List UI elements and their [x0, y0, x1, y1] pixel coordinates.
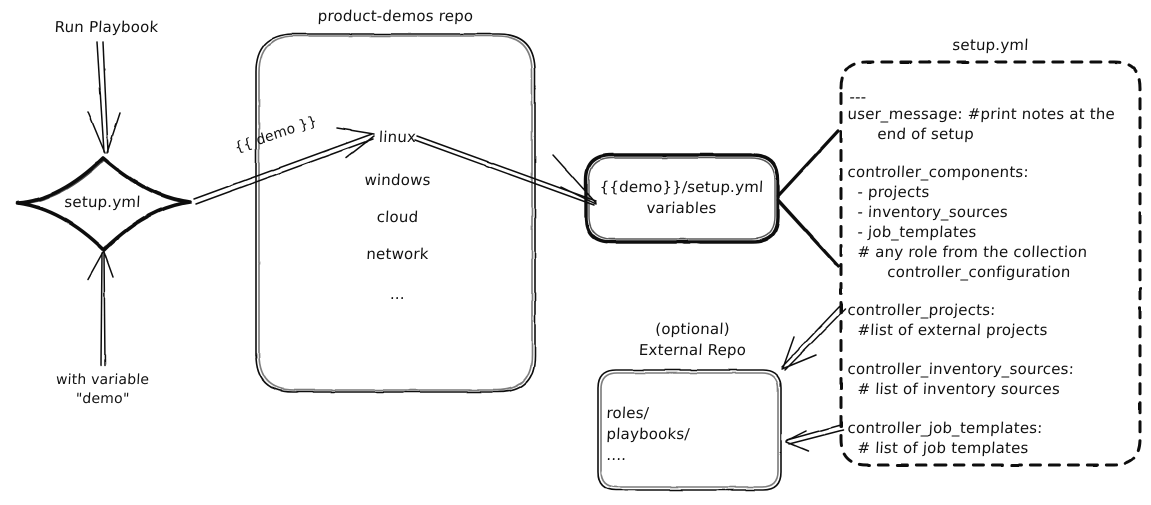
external-repo-item-roles: roles/: [606, 404, 650, 422]
repo-item-ellipsis: ...: [389, 285, 406, 303]
repo-box-shape: [255, 33, 536, 393]
setup-yml-line-15: # list of inventory sources: [847, 380, 1061, 398]
run-playbook-label: Run Playbook: [54, 18, 159, 36]
arrow-linux-to-vars: [414, 135, 597, 206]
setup-yml-line-7: - job_templates: [847, 223, 978, 241]
arrow-run-playbook: [87, 41, 121, 154]
entry-diamond-shape: [16, 156, 192, 252]
vars-box-line2: variables: [645, 199, 718, 217]
setup-yml-line-8: # any role from the collection: [847, 243, 1088, 261]
setup-yml-line-4: controller_components:: [847, 163, 1030, 181]
entry-diamond-label: setup.yml: [63, 193, 142, 211]
external-repo-item-ellipsis: ....: [606, 446, 627, 464]
repo-item-windows: windows: [363, 171, 432, 189]
connector-setupfile-to-vars: [776, 129, 840, 268]
repo-item-cloud: cloud: [376, 208, 419, 226]
setup-yml-line-1: user_message: #print notes at the: [847, 105, 1116, 123]
external-repo-item-playbooks: playbooks/: [606, 425, 691, 443]
arrow-with-variable: [87, 251, 114, 366]
vars-box-shape: [584, 153, 780, 244]
setup-yml-file-caption: setup.yml: [951, 36, 1030, 54]
setup-yml-line-9: controller_configuration: [847, 263, 1072, 281]
with-variable-label-line1: with variable: [55, 372, 150, 388]
arrow-setup-to-linux: [193, 127, 375, 205]
external-repo-caption-line1: (optional): [654, 320, 731, 338]
setup-yml-line-12: #list of external projects: [847, 321, 1049, 339]
setup-yml-line-18: # list of job templates: [847, 439, 1030, 457]
setup-yml-line-2: end of setup: [847, 125, 975, 143]
setup-yml-line-6: - inventory_sources: [847, 203, 1009, 221]
external-repo-caption-line2: External Repo: [638, 341, 747, 359]
repo-item-linux: linux: [378, 128, 417, 146]
arrow-projects-to-external-repo: [781, 304, 846, 371]
repo-box-caption: product-demos repo: [317, 7, 474, 25]
setup-yml-line-14: controller_inventory_sources:: [847, 360, 1075, 378]
external-repo-box-shape: [597, 369, 782, 491]
setup-yml-line-17: controller_job_templates:: [847, 419, 1044, 437]
setup-yml-line-11: controller_projects:: [847, 301, 996, 319]
with-variable-label-line2: "demo": [75, 391, 130, 407]
arrow-job-templates-to-external-repo: [785, 424, 844, 452]
setup-yml-line-5: - projects: [847, 183, 930, 201]
repo-item-network: network: [365, 245, 430, 263]
vars-box-line1: {{demo}}/setup.yml: [599, 178, 764, 196]
